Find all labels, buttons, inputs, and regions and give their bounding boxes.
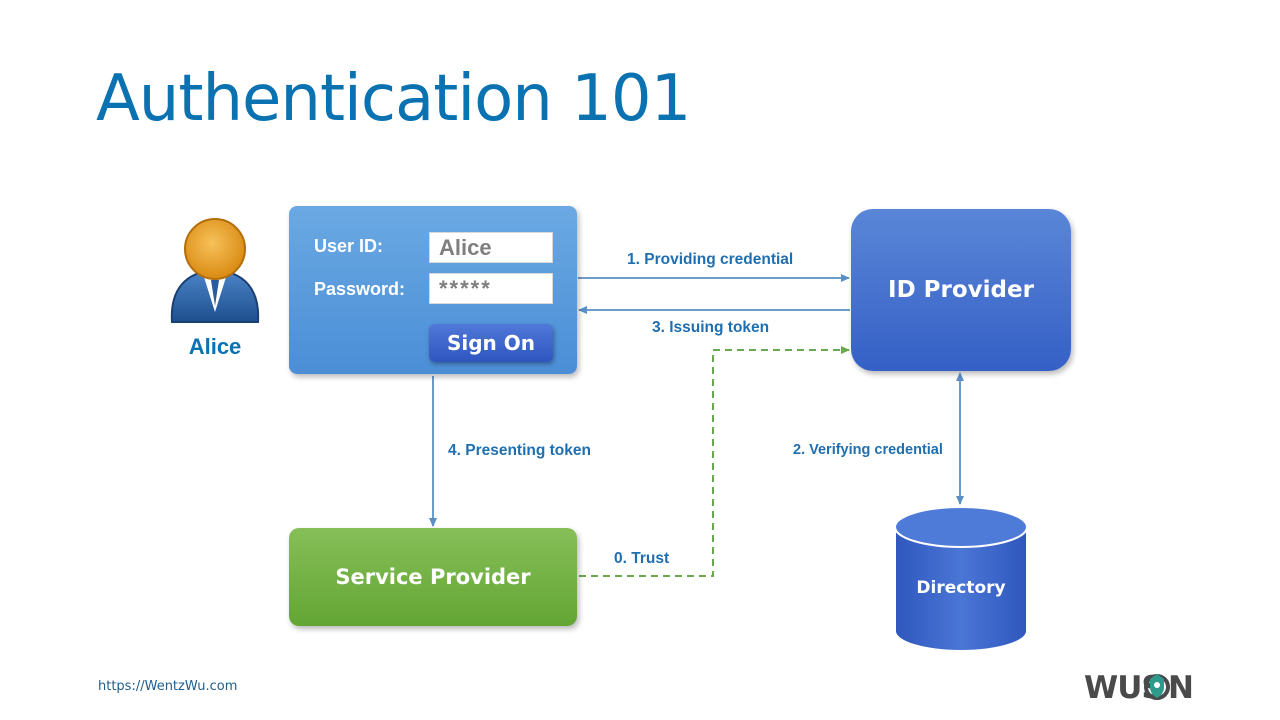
user-name: Alice bbox=[188, 334, 242, 359]
user-icon bbox=[170, 218, 260, 323]
id-provider-box: ID Provider bbox=[851, 209, 1071, 371]
label-presenting-token: 4. Presenting token bbox=[448, 442, 591, 459]
sign-on-button[interactable]: Sign On bbox=[429, 324, 553, 362]
label-providing-credential: 1. Providing credential bbox=[627, 251, 794, 268]
user-id-field[interactable]: Alice bbox=[429, 232, 553, 263]
service-provider-box: Service Provider bbox=[289, 528, 577, 626]
brand-logo: WUS N bbox=[1084, 670, 1194, 706]
directory-label: Directory bbox=[916, 578, 1006, 598]
password-label: Password: bbox=[314, 279, 406, 299]
footer-url: https://WentzWu.com bbox=[98, 679, 238, 694]
label-issuing-token: 3. Issuing token bbox=[652, 319, 770, 336]
directory-cylinder bbox=[894, 506, 1028, 652]
login-panel: User ID: Alice Password: ***** Sign On bbox=[289, 206, 577, 374]
password-field[interactable]: ***** bbox=[429, 273, 553, 304]
slide-title: Authentication 101 bbox=[96, 62, 691, 136]
arrow-trust bbox=[579, 346, 850, 577]
user-id-label: User ID: bbox=[314, 236, 384, 256]
svg-text:N: N bbox=[1168, 670, 1194, 706]
label-verifying-credential: 2. Verifying credential bbox=[793, 442, 943, 458]
label-trust: 0. Trust bbox=[614, 550, 670, 567]
